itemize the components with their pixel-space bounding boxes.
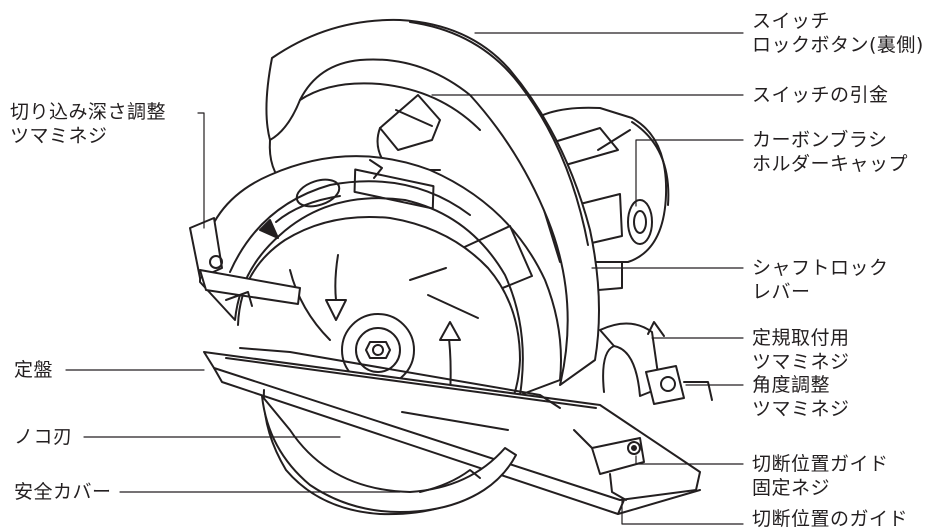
upper-guard-handle bbox=[265, 18, 600, 386]
label-guide-knob-line1: 定規取付用 bbox=[752, 327, 850, 349]
label-angle-knob-line2: ツマミネジ bbox=[752, 398, 850, 420]
blade-guard bbox=[199, 155, 562, 396]
label-cut-guide: 切断位置のガイド bbox=[752, 508, 909, 530]
label-brush-cap-line2: ホルダーキャップ bbox=[752, 153, 909, 175]
base-plate bbox=[203, 347, 701, 515]
label-depth-knob-line1: 切り込み深さ調整 bbox=[10, 101, 167, 123]
angle-adjust-bracket bbox=[599, 321, 713, 405]
label-guide-fix-screw-line2: 固定ネジ bbox=[752, 477, 831, 499]
label-angle-knob-line1: 角度調整 bbox=[752, 374, 831, 396]
label-lock-button-line2: ロックボタン(裏側) bbox=[752, 34, 924, 56]
label-guide-fix-screw-line1: 切断位置ガイド bbox=[752, 453, 889, 475]
label-shaft-lock-line2: レバー bbox=[752, 281, 811, 303]
label-base-plate: 定盤 bbox=[14, 359, 54, 381]
label-lock-button-line1: スイッチ bbox=[752, 10, 831, 32]
label-brush-cap-line1: カーボンブラシ bbox=[752, 129, 888, 151]
lower-safety-cover bbox=[261, 395, 517, 513]
leader-lines bbox=[65, 32, 744, 525]
cut-position-guide bbox=[573, 429, 645, 501]
label-trigger: スイッチの引金 bbox=[752, 84, 889, 106]
label-depth-knob-line2: ツマミネジ bbox=[10, 125, 108, 147]
label-shaft-lock-line1: シャフトロック bbox=[752, 257, 889, 279]
depth-adjust-knob bbox=[189, 217, 301, 307]
label-safety-cover: 安全カバー bbox=[14, 481, 112, 503]
label-guide-knob-line2: ツマミネジ bbox=[752, 351, 850, 373]
label-saw-blade: ノコ刃 bbox=[14, 426, 73, 448]
